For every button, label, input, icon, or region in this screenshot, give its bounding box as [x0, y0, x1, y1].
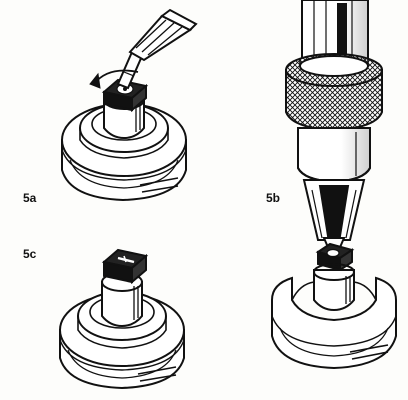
fig-5b-knurled-collar: [285, 53, 383, 132]
fig-5b-post: [313, 263, 355, 312]
figure-label-5a: 5a: [23, 191, 37, 205]
fig-5b-tool-shaft: [301, 0, 369, 63]
fig-5a-drawing: [61, 8, 198, 202]
figure-label-5b: 5b: [266, 191, 281, 205]
fig-5b-tool-body: [297, 127, 371, 184]
fig-5b-tool-nose: [302, 179, 366, 241]
fig-5a-rotation-arrow: [89, 69, 139, 89]
fig-5c-drawing: [59, 248, 185, 390]
fig-5a-square-cap: [101, 78, 149, 113]
fig-5a-screwdriver: [116, 8, 198, 90]
figure-label-5c: 5c: [23, 247, 37, 261]
fig-5c-square-cap: [101, 248, 149, 285]
fig-5b-base-ring: [271, 276, 397, 370]
fig-5c-post: [101, 272, 143, 328]
fig-5b-drawing: [271, 0, 397, 370]
